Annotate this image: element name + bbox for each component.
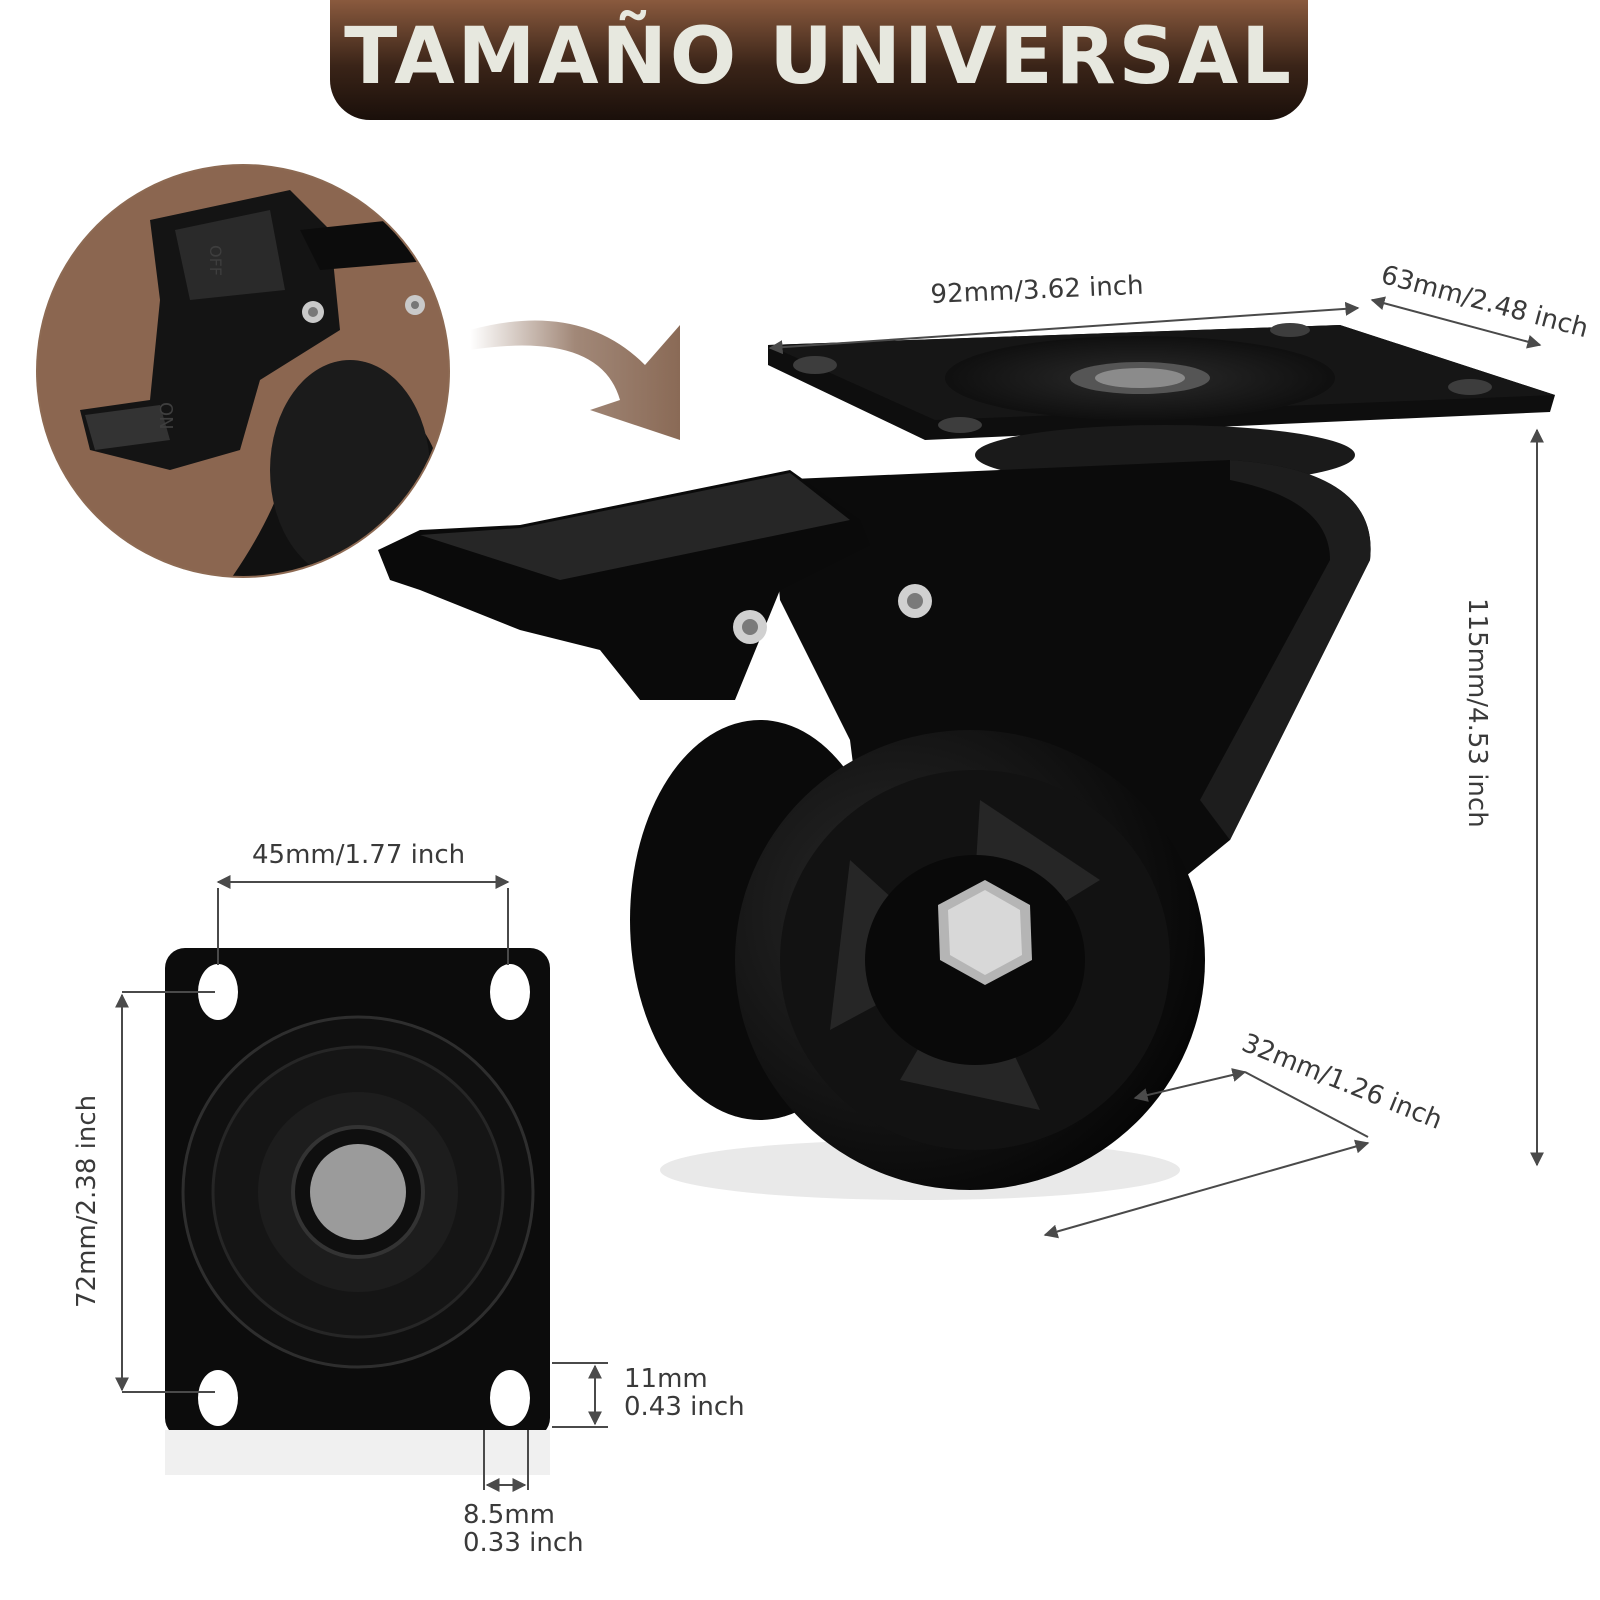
lock-stamp-off: OFF	[206, 245, 225, 276]
label-total-height: 115mm/4.53 inch	[1462, 598, 1492, 828]
label-hole-width-inch: 0.33 inch	[463, 1528, 584, 1558]
lock-stamp-on: ON	[155, 402, 176, 430]
title-banner: TAMAÑO UNIVERSAL	[330, 0, 1308, 120]
dimension-lines	[115, 296, 1544, 1492]
banner-title: TAMAÑO UNIVERSAL	[344, 12, 1294, 102]
pointer-arrow-icon	[470, 320, 680, 440]
label-hole-width-mm: 8.5mm	[463, 1500, 556, 1530]
mounting-plate	[165, 948, 550, 1475]
caster-wheel-main	[378, 323, 1555, 1200]
label-hole-spacing-vertical: 72mm/2.38 inch	[72, 1094, 102, 1308]
label-hole-height-inch: 0.43 inch	[624, 1392, 745, 1422]
brake-detail-circle	[36, 164, 450, 578]
label-hole-spacing-horizontal: 45mm/1.77 inch	[252, 840, 466, 870]
label-hole-height-mm: 11mm	[624, 1364, 708, 1394]
